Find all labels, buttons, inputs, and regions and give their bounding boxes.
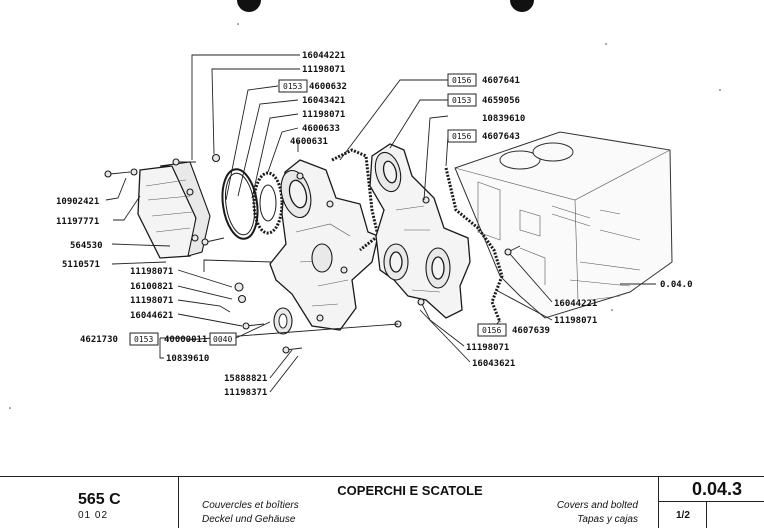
title-block: 565 C 01 02 COPERCHI E SCATOLE Couvercle… [0,476,764,528]
code-0156-top: 0156 [452,76,471,85]
label-16043421: 16043421 [302,96,345,106]
code-0156-bottom: 0156 [482,326,501,335]
label-16100821: 16100821 [130,282,173,292]
title-french: Couvercles et boîtiers [202,500,299,511]
outer-timing-cover [269,159,379,331]
code-box-0156-bottom: 0156 [477,323,507,337]
label-16044221-right: 16044221 [554,299,597,309]
speck [719,89,721,91]
label-16043621: 16043621 [472,359,515,369]
exploded-parts-diagram: 0153 0156 0153 0156 0153 0040 0156 16044… [9,0,721,409]
label-4621730: 4621730 [80,335,118,345]
small-cover-plate [137,161,211,259]
label-4607643: 4607643 [482,132,520,142]
bolt-block [417,245,521,306]
title-spanish: Tapas y cajas [577,514,638,525]
code-box-0040: 0040 [209,332,237,346]
label-10902421: 10902421 [56,197,99,207]
label-10839610-top: 10839610 [482,114,525,124]
title-german: Deckel und Gehäuse [202,514,296,525]
inner-timing-case [369,143,471,319]
label-4600632: 4600632 [309,82,347,92]
label-4607639: 4607639 [512,326,550,336]
speck [611,309,613,311]
label-11198071-b: 11198071 [302,110,345,120]
code-0156-mid: 0156 [452,132,471,141]
code-box-0153-mid: 0153 [447,93,477,107]
gasket-4607643 [444,167,504,323]
label-11198371: 11198371 [224,388,267,398]
label-11198071-a: 11198071 [302,65,345,75]
label-5110571: 5110571 [62,260,100,270]
label-4607641: 4607641 [482,76,520,86]
oring-seals [221,168,284,240]
title-divider [658,477,659,528]
code-box-0153-left: 0153 [129,332,159,346]
label-564530: 564530 [70,241,103,251]
label-15888821: 15888821 [224,374,267,384]
sheet-number: 1/2 [676,510,690,521]
model-variants: 01 02 [78,510,109,521]
label-4600633: 4600633 [302,124,340,134]
bolt-mid-cover [201,237,225,246]
label-16044221-top: 16044221 [302,51,345,61]
engine-block [454,131,673,319]
label-4600631: 4600631 [290,137,328,147]
title-divider [706,501,707,528]
code-box-0156-top: 0156 [447,73,477,87]
small-bolts-lower [234,282,402,354]
code-0153-left: 0153 [134,335,153,344]
title-divider [178,477,179,528]
label-40000011: 40000011 [164,335,207,345]
code-box-0153-top: 0153 [278,79,308,93]
speck [237,23,239,25]
label-ref-0-04-0: 0.04.0 [660,280,693,290]
label-11197771: 11197771 [56,217,99,227]
section-number: 0.04.3 [691,479,743,499]
label-10839610-bottom: 10839610 [166,354,209,364]
speck [9,407,11,409]
bolt-top-small-cover [172,153,221,166]
label-16044621: 16044621 [130,311,173,321]
label-11198071-c: 11198071 [130,267,173,277]
binder-hole-right [510,0,534,12]
code-0153-top: 0153 [283,82,302,91]
model-name: 565 C [78,491,121,508]
label-4659056: 4659056 [482,96,520,106]
gasket-4607641 [331,148,380,252]
title-divider [658,501,764,502]
code-0040: 0040 [213,335,232,344]
label-11198071-e: 11198071 [466,343,509,353]
code-0153-mid: 0153 [452,96,471,105]
speck [605,43,607,45]
seal-ring [273,307,293,335]
label-11198071-f: 11198071 [554,316,597,326]
bolt-10902421 [104,168,138,178]
title-italian: COPERCHI E SCATOLE [337,483,483,498]
title-english: Covers and bolted [556,500,638,511]
code-box-0156-mid: 0156 [447,129,477,143]
binder-hole-left [237,0,261,12]
label-11198071-d: 11198071 [130,296,173,306]
